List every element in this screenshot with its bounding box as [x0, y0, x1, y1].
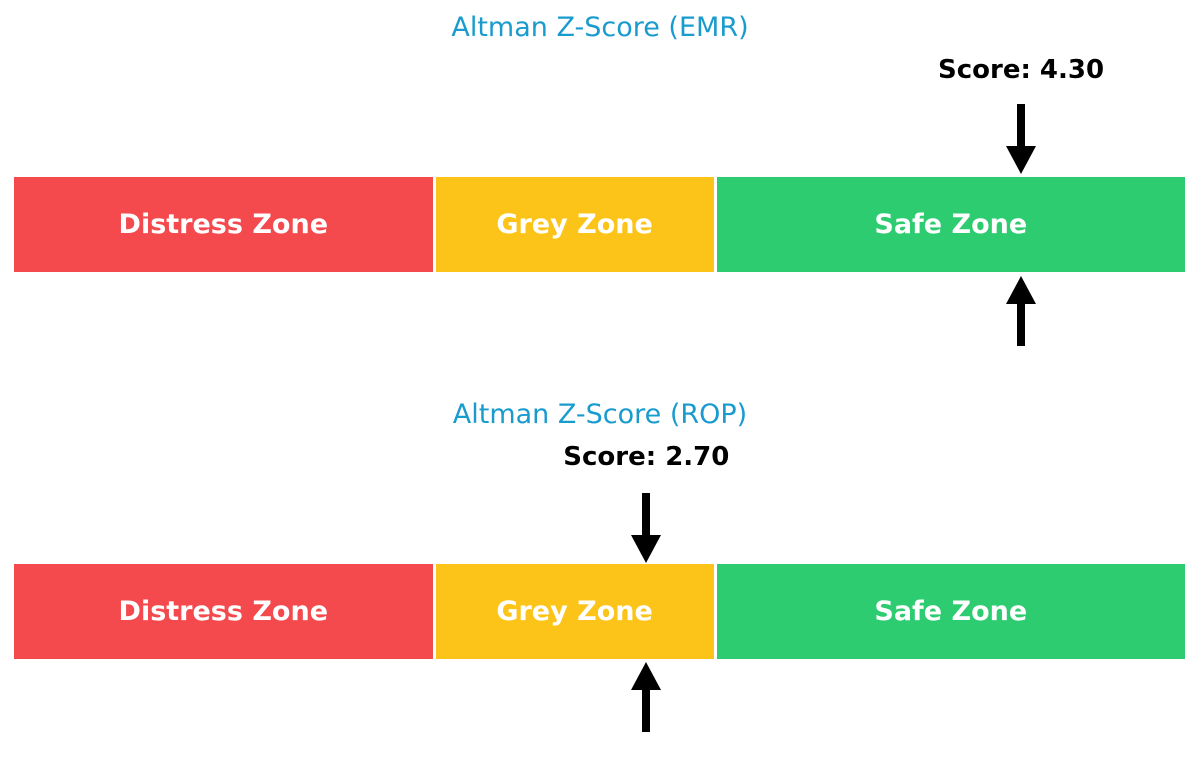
safe-zone-label: Safe Zone [874, 209, 1028, 240]
distress-zone-label: Distress Zone [118, 596, 329, 627]
grey-zone-label: Grey Zone [496, 209, 653, 240]
distress-zone-segment: Distress Zone [14, 177, 436, 272]
zone-bar-emr: Distress Zone Grey Zone Safe Zone [14, 177, 1185, 272]
score-label-rop: Score: 2.70 [563, 442, 730, 472]
chart-title-rop: Altman Z-Score (ROP) [452, 399, 748, 430]
up-arrow-icon [630, 662, 662, 732]
safe-zone-label: Safe Zone [874, 596, 1028, 627]
chart-title-emr: Altman Z-Score (EMR) [451, 12, 749, 43]
down-arrow-icon [630, 493, 662, 563]
score-label-emr: Score: 4.30 [938, 55, 1105, 85]
zone-bar-rop: Distress Zone Grey Zone Safe Zone [14, 564, 1185, 659]
distress-zone-segment: Distress Zone [14, 564, 436, 659]
distress-zone-label: Distress Zone [118, 209, 329, 240]
grey-zone-label: Grey Zone [496, 596, 653, 627]
grey-zone-segment: Grey Zone [435, 177, 717, 272]
grey-zone-segment: Grey Zone [435, 564, 717, 659]
up-arrow-icon [1005, 276, 1037, 346]
down-arrow-icon [1005, 104, 1037, 174]
safe-zone-segment: Safe Zone [716, 177, 1185, 272]
safe-zone-segment: Safe Zone [716, 564, 1185, 659]
